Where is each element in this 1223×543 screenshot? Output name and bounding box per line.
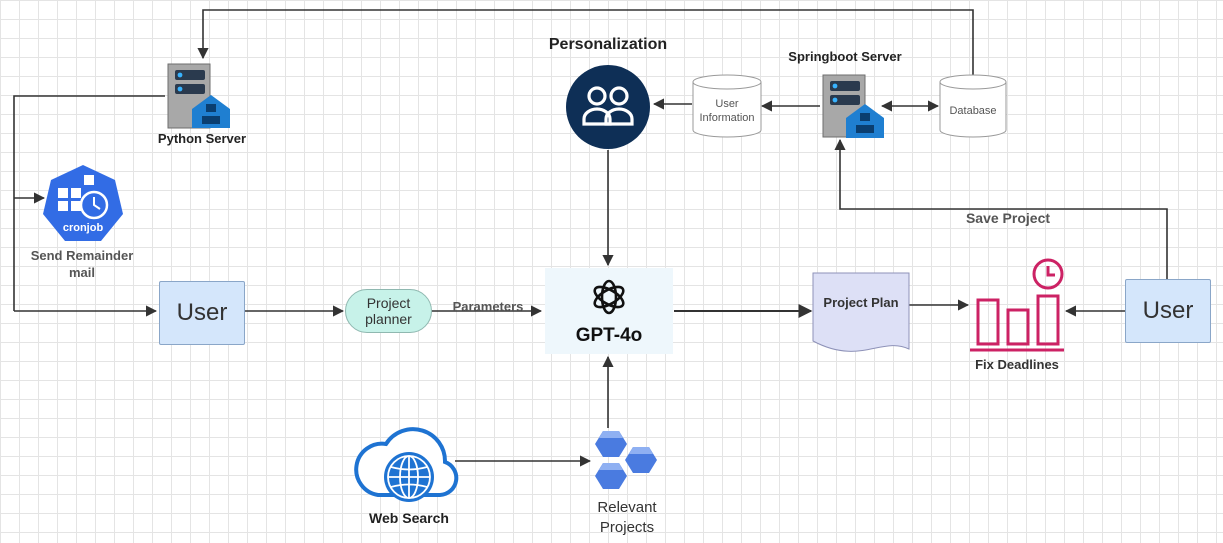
kubernetes-cronjob-icon: [43, 165, 123, 241]
edge-database-to-python-server: [197, 9, 974, 76]
python-server-label: Python Server: [157, 131, 247, 146]
user-information-cylinder: [692, 74, 762, 138]
edge-label-parameters: Parameters: [452, 299, 524, 314]
project-plan-document: [812, 272, 910, 352]
edge-save-project: [834, 138, 1168, 279]
springboot-server-label: Springboot Server: [788, 49, 902, 64]
users-icon: [566, 65, 650, 149]
page-title: Personalization: [548, 36, 668, 53]
hexagon-cluster-icon: [595, 431, 657, 489]
fix-deadlines-label: Fix Deadlines: [975, 357, 1059, 372]
edge-label-save-project: Save Project: [965, 210, 1051, 226]
springboot-server-icon: [822, 74, 884, 138]
user-right-label: User: [1142, 297, 1194, 324]
python-server-icon: [167, 63, 230, 129]
cronjob-badge-label: cronjob: [62, 222, 104, 234]
connectors: [13, 9, 1168, 467]
gpt-node: GPT-4o: [545, 268, 673, 354]
database-cylinder: [939, 74, 1007, 138]
project-plan-label: Project Plan: [823, 295, 899, 310]
cloud-globe-icon: [354, 427, 459, 502]
gpt-label: GPT-4o: [575, 325, 643, 346]
user-node-right: User: [1125, 279, 1211, 343]
project-planner-node: Project planner: [345, 289, 432, 333]
user-node-left: User: [159, 281, 245, 345]
gpt-logo-overlay: [593, 279, 625, 315]
user-left-label: User: [176, 299, 228, 326]
send-reminder-label: Send Remainder mail: [30, 248, 134, 280]
project-planner-label: Project planner: [365, 295, 412, 327]
web-search-label: Web Search: [369, 510, 449, 526]
relevant-projects-label: Relevant Projects: [597, 499, 657, 536]
user-information-label: User Information: [699, 98, 755, 124]
bar-chart-clock-icon: [970, 258, 1064, 352]
edge-python-server-left-trunk: [13, 95, 165, 311]
database-label: Database: [949, 105, 997, 117]
